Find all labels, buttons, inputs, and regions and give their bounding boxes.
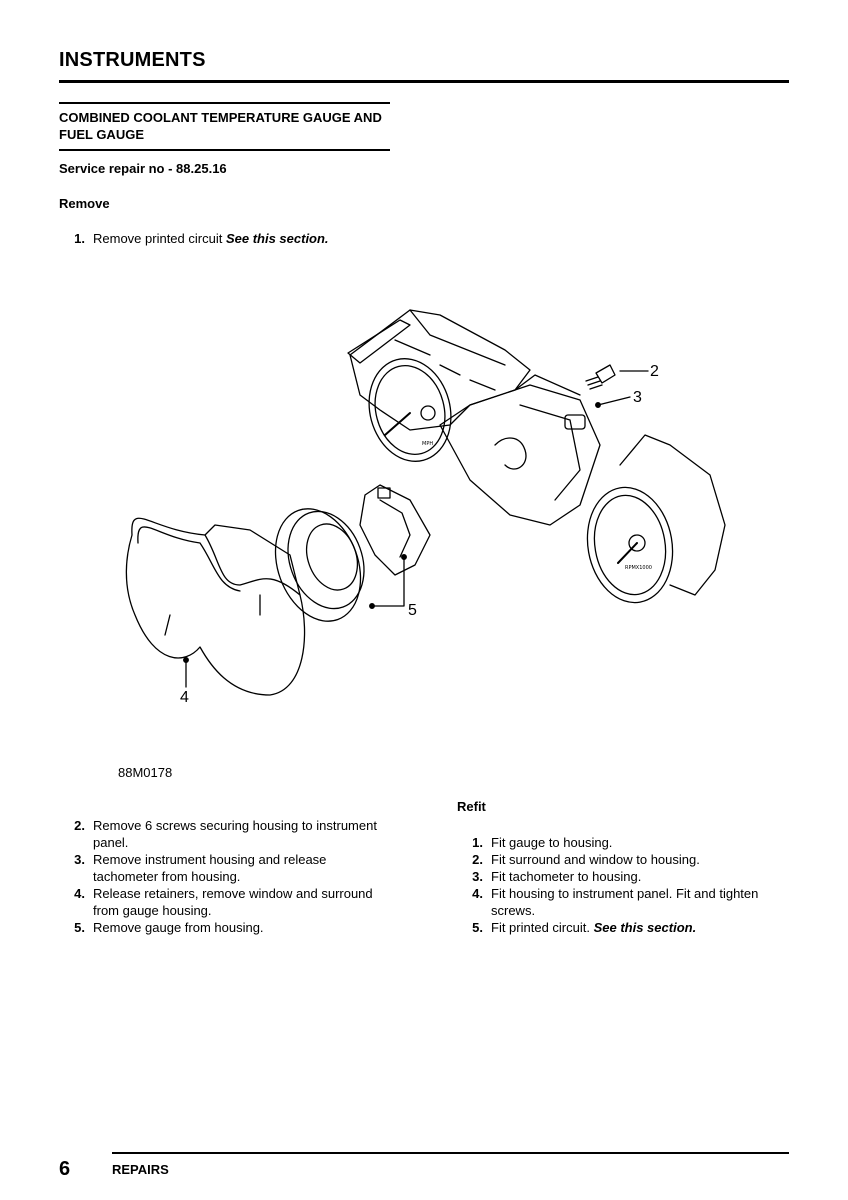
gauge-bracket (359, 484, 431, 576)
cross-reference: See this section. (593, 920, 697, 935)
dial-label-tacho: RPMX1000 (625, 565, 652, 571)
instrument-housing (349, 309, 531, 431)
cross-reference: See this section. (225, 231, 329, 246)
step-text: Remove printed circuit (93, 231, 226, 246)
surround-ring (274, 508, 362, 622)
figure-id: 88M0178 (118, 765, 173, 780)
tachometer-dial (586, 486, 674, 604)
dial-label-mph: MPH (422, 441, 433, 447)
section-rule-bottom (59, 149, 390, 151)
section-title: COMBINED COOLANT TEMPERATURE GAUGE AND F… (59, 110, 382, 142)
window-lens (125, 517, 306, 696)
refit-step: 1.Fit gauge to housing. (472, 835, 613, 850)
speedometer-dial (368, 358, 452, 462)
remove-step: 3.Remove instrument housing and release … (74, 852, 327, 884)
tachometer-housing (619, 434, 726, 596)
gauge-housing (439, 384, 601, 526)
remove-step: 5.Remove gauge from housing. (74, 920, 264, 935)
exploded-view-illustration: MPH RPMX1000 (125, 309, 726, 696)
refit-step: 5.Fit printed circuit. See this section. (472, 920, 697, 935)
service-repair-number: Service repair no - 88.25.16 (59, 161, 227, 176)
footer-label: REPAIRS (112, 1162, 169, 1177)
callout-2: 2 (650, 363, 659, 380)
remove-heading: Remove (59, 196, 110, 211)
refit-heading: Refit (457, 799, 486, 814)
remove-step: 4.Release retainers, remove window and s… (74, 886, 373, 918)
callout-3: 3 (633, 389, 642, 406)
screw (595, 364, 616, 384)
remove-steps-list: 2.Remove 6 screws securing housing to in… (59, 817, 389, 936)
footer-rule (112, 1152, 789, 1154)
page-header-title: INSTRUMENTS (59, 49, 206, 71)
remove-step-1: 1. Remove printed circuit See this sectio… (59, 230, 399, 247)
remove-step: 2.Remove 6 screws securing housing to in… (74, 818, 377, 850)
refit-step: 3.Fit tachometer to housing. (472, 869, 642, 884)
refit-steps-list: 1.Fit gauge to housing. 2.Fit surround a… (457, 834, 792, 936)
refit-step: 4.Fit housing to instrument panel. Fit a… (472, 886, 759, 918)
callout-4: 4 (180, 689, 189, 706)
header-rule (59, 80, 789, 83)
section-rule-top (59, 102, 390, 104)
step-number: 1. (74, 231, 85, 246)
callout-5: 5 (408, 602, 417, 619)
page-number: 6 (59, 1158, 71, 1180)
refit-step: 2.Fit surround and window to housing. (472, 852, 700, 867)
